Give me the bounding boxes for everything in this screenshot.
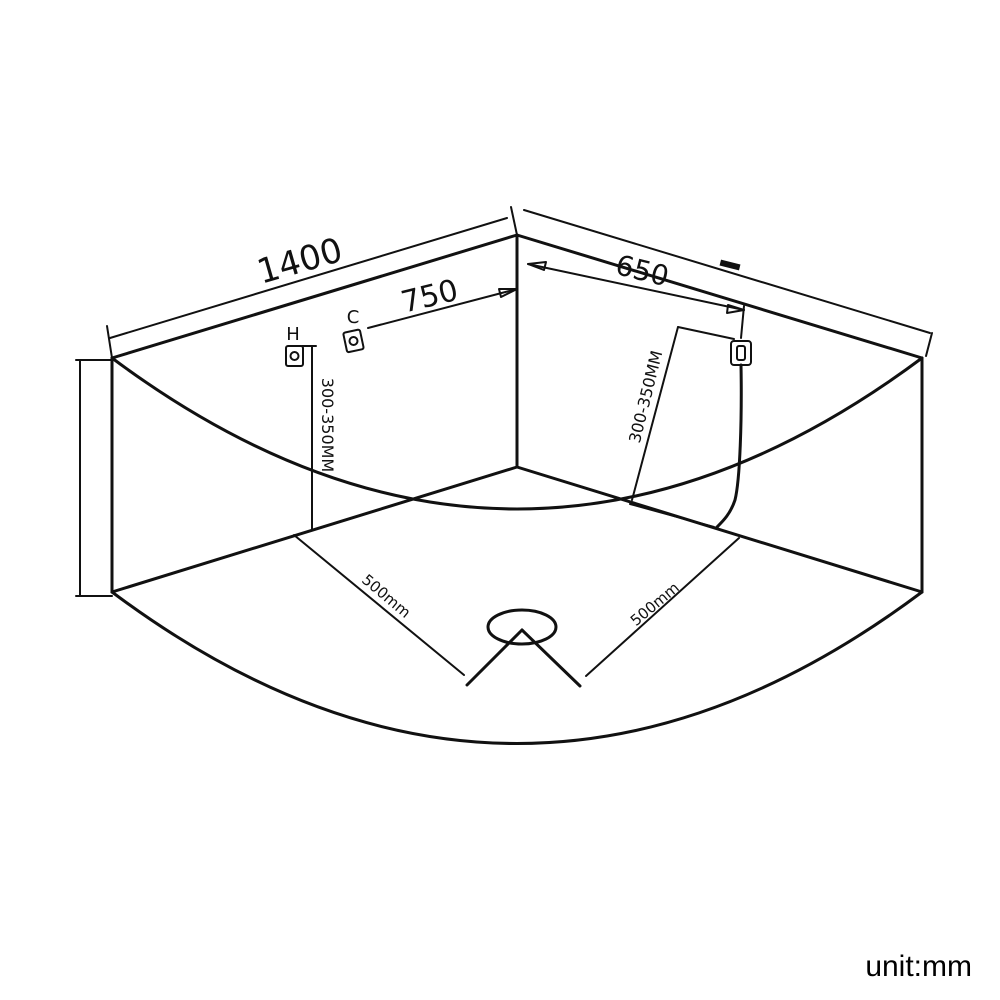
rim-front-arc: [110, 356, 924, 511]
dimension-line-750: [367, 288, 518, 329]
shower-hose: [714, 363, 743, 530]
hot-tap-knob-icon: [289, 351, 300, 361]
shower-holder-icon: [730, 340, 752, 366]
dimension-label-750: 750: [398, 273, 462, 321]
dimension-label-650: 650: [612, 248, 672, 293]
height-dimension-right: 300-350MM: [625, 326, 735, 501]
dimension-label-1400: 1400: [253, 230, 347, 292]
cold-tap-label: C: [347, 307, 360, 328]
dimension-650: 650: [523, 209, 933, 357]
dimension-line-650: [523, 209, 931, 334]
base-front-arc: [110, 590, 924, 745]
extension-tick-650-right: [925, 332, 933, 357]
arrowhead-650-right: [726, 304, 745, 314]
height-label-left: 300-350MM: [318, 378, 337, 472]
floor-right-edge: [515, 465, 924, 594]
drain-dimension-left: 500mm: [293, 534, 465, 676]
back-left-top-edge: [110, 233, 519, 360]
dimension-750: 750: [367, 273, 518, 329]
cold-tap-knob-icon: [348, 336, 359, 346]
extension-tick-right: [510, 206, 518, 236]
extension-tick-left: [106, 325, 113, 359]
back-right-top-edge: [515, 233, 924, 360]
hot-tap-valve-icon: [285, 345, 304, 367]
drain-icon: [486, 608, 558, 646]
unit-label: unit:mm: [865, 950, 972, 983]
cold-tap-valve-icon: [342, 328, 365, 354]
side-height-bracket: [75, 359, 113, 597]
drain-line-right: [585, 537, 740, 677]
drain-v-left: [465, 628, 524, 687]
shower-assembly: [629, 340, 752, 530]
height-dimension-left: 300-350MM: [301, 345, 337, 531]
drain-line-left: [293, 534, 465, 676]
shower-ledge-line: [629, 503, 715, 528]
drain-label-left: 500mm: [358, 571, 414, 622]
floor-left-edge: [110, 465, 519, 594]
tick-650-drop: [740, 305, 745, 339]
overflow-slot: [719, 259, 741, 271]
tub-outline: [110, 233, 924, 745]
drain-label-right: 500mm: [627, 579, 683, 630]
dimension-line-1400: [109, 217, 508, 339]
arrowhead-750: [498, 288, 518, 298]
cold-tap: C: [342, 307, 365, 354]
height-leader-right: [677, 326, 735, 340]
shower-holder-inner-icon: [736, 345, 746, 361]
hot-tap: H: [285, 324, 304, 367]
drain-v-right: [520, 628, 582, 688]
drain-dimension-right: 500mm: [585, 537, 740, 677]
arrowhead-650-left: [527, 261, 547, 271]
inner-dimension-line-650: [527, 263, 745, 311]
height-line-right: [631, 326, 679, 501]
drain: [465, 608, 582, 688]
hot-tap-label: H: [286, 324, 300, 345]
